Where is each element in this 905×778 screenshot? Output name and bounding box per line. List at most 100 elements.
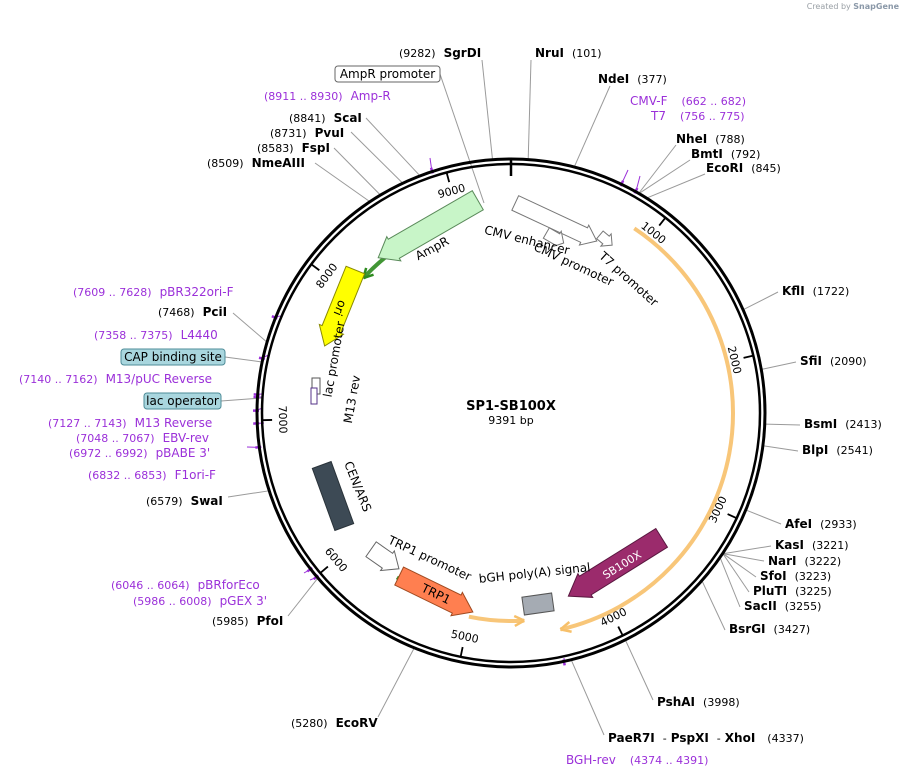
enzyme-sacii[interactable]: SacII(3255) xyxy=(744,599,821,613)
feature-cen-ars[interactable] xyxy=(311,460,355,532)
primer-t7[interactable]: T7(756 .. 775) xyxy=(650,109,745,123)
primer-l4440[interactable]: (7358 .. 7375)L4440 xyxy=(94,328,218,342)
enzyme-name: PciI xyxy=(203,305,228,319)
enzyme-separator: - xyxy=(663,732,667,745)
enzyme-pshai[interactable]: PshAI(3998) xyxy=(657,695,740,709)
enzyme-sgrdi[interactable]: (9282)SgrDI xyxy=(399,46,481,60)
enzyme-pfoi[interactable]: (5985)PfoI xyxy=(212,614,283,628)
boxed-label-cap-site[interactable]: CAP binding site xyxy=(120,348,226,366)
ruler-tick xyxy=(319,565,329,574)
primer-range: (7048 .. 7067) xyxy=(76,432,155,445)
feature-ori[interactable]: ori xyxy=(313,265,368,351)
primer-m13-puc-reverse[interactable]: (7140 .. 7162)M13/pUC Reverse xyxy=(19,372,212,386)
primer-cmv-f[interactable]: CMV-F(662 .. 682) xyxy=(630,94,746,108)
enzyme-position: (101) xyxy=(572,47,602,60)
primer-name: BGH-rev xyxy=(566,753,616,767)
enzyme-kasi[interactable]: KasI(3221) xyxy=(775,538,849,552)
enzyme-name: PshAI xyxy=(657,695,695,709)
feature-shape xyxy=(567,527,669,598)
feature-m13-rev[interactable] xyxy=(310,387,318,405)
label-text: AmpR promoter xyxy=(340,67,435,81)
enzyme-ndei[interactable]: NdeI(377) xyxy=(598,72,667,86)
enzyme-scai[interactable]: (8841)ScaI xyxy=(289,111,362,125)
leader-line xyxy=(314,162,370,202)
enzyme-name: SfoI xyxy=(760,569,787,583)
enzyme-position: (3427) xyxy=(774,623,811,636)
primer-f1ori-f[interactable]: (6832 .. 6853)F1ori-F xyxy=(88,468,216,482)
leader-line xyxy=(722,553,750,593)
enzyme-pvui[interactable]: (8731)PvuI xyxy=(270,126,344,140)
primer-range: (8911 .. 8930) xyxy=(264,90,343,103)
enzyme-ecorv[interactable]: (5280)EcoRV xyxy=(291,716,378,730)
snapgene-brand-label: SnapGene xyxy=(853,2,899,11)
enzyme-name: BsrGI xyxy=(729,622,766,636)
boxed-label-lac-operator[interactable]: lac operator xyxy=(143,392,222,410)
primer-pbr322ori-f[interactable]: (7609 .. 7628)pBR322ori-F xyxy=(73,285,234,299)
leader-line xyxy=(638,144,677,193)
enzyme-sfoi[interactable]: SfoI(3223) xyxy=(760,569,831,583)
enzyme-name: FspI xyxy=(302,141,330,155)
enzyme-pluti[interactable]: PluTI(3225) xyxy=(753,584,832,598)
leader-line xyxy=(743,291,779,310)
leader-line xyxy=(635,175,641,190)
primer-name: M13/pUC Reverse xyxy=(106,372,213,386)
enzyme-position: (7468) xyxy=(158,306,195,319)
leader-line xyxy=(763,445,799,452)
credit-prefix: Created by xyxy=(806,2,851,11)
boxed-label-ampr-promoter[interactable]: AmpR promoter xyxy=(334,65,441,83)
enzyme-nhei[interactable]: NheI(788) xyxy=(676,132,745,146)
enzyme-blpi[interactable]: BlpI(2541) xyxy=(802,443,873,457)
leader-line xyxy=(723,553,765,562)
enzyme-afei[interactable]: AfeI(2933) xyxy=(785,517,857,531)
feature-bgh-poly-a-signal[interactable] xyxy=(521,592,555,616)
orf-arrowhead xyxy=(513,614,525,628)
primer-pbabe-3[interactable]: (6972 .. 6992)pBABE 3' xyxy=(69,446,210,460)
leader-line xyxy=(574,85,611,167)
primer-m13-reverse[interactable]: (7127 .. 7143)M13 Reverse xyxy=(48,416,212,430)
label-text: lac operator xyxy=(146,394,219,408)
enzyme-position: (8841) xyxy=(289,112,326,125)
feature-cmv-enhancer[interactable] xyxy=(511,193,602,251)
enzyme-nmeaiii[interactable]: (8509)NmeAIII xyxy=(207,156,305,170)
enzyme-kfli[interactable]: KflI(1722) xyxy=(782,284,849,298)
snapgene-credit: Created by SnapGene xyxy=(807,2,899,11)
primer-ebv-rev[interactable]: (7048 .. 7067)EBV-rev xyxy=(76,431,209,445)
ruler-tick xyxy=(727,513,738,520)
feature-shape xyxy=(365,541,400,572)
primer-amp-r[interactable]: (8911 .. 8930)Amp-R xyxy=(264,89,391,103)
enzyme-ecori[interactable]: EcoRI(845) xyxy=(706,161,781,175)
feature-trp1-promoter[interactable] xyxy=(364,539,406,578)
enzyme-fspi[interactable]: (8583) FspI xyxy=(257,141,330,155)
leader-line xyxy=(377,648,415,718)
enzyme-group-paer7i-pspxi-xhoi[interactable]: PaeR7I-PspXI-XhoI(4337) xyxy=(608,731,804,745)
enzyme-position: (8583) xyxy=(257,142,294,155)
feature-label-inside: ori xyxy=(331,298,350,318)
enzyme-name: KflI xyxy=(782,284,805,298)
enzyme-bmti[interactable]: BmtI(792) xyxy=(691,147,760,161)
enzyme-sfii[interactable]: SfiI(2090) xyxy=(800,354,867,368)
enzyme-nrui[interactable]: NruI(101) xyxy=(535,46,602,60)
enzyme-bsrgi[interactable]: BsrGI (3427) xyxy=(729,622,810,636)
ruler-tick xyxy=(445,172,451,183)
ruler-tick-label: 6000 xyxy=(322,545,350,575)
ruler-tick xyxy=(617,626,624,636)
primer-name: L4440 xyxy=(181,328,218,342)
feature-ampr[interactable] xyxy=(371,188,485,270)
enzyme-name: BmtI xyxy=(691,147,723,161)
feature-cmv-promoter[interactable] xyxy=(542,225,568,251)
feature-t7-promoter[interactable] xyxy=(595,229,618,252)
orf-arrowhead xyxy=(559,621,572,633)
primer-pgex-3[interactable]: (5986 .. 6008)pGEX 3' xyxy=(133,594,267,608)
enzyme-position: (9282) xyxy=(399,47,436,60)
enzyme-bsmi[interactable]: BsmI(2413) xyxy=(804,417,882,431)
primer-range: (7609 .. 7628) xyxy=(73,286,152,299)
ruler-tick-label: 5000 xyxy=(450,628,480,646)
primer-pbrforeco[interactable]: (6046 .. 6064)pBRforEco xyxy=(111,578,260,592)
enzyme-nari[interactable]: NarI(3222) xyxy=(768,554,841,568)
enzyme-pcii[interactable]: (7468) PciI xyxy=(158,305,227,319)
enzyme-swai[interactable]: (6579)SwaI xyxy=(146,494,223,508)
leader-lines xyxy=(220,59,801,736)
feature-sb100x[interactable] xyxy=(561,526,669,608)
primer-bgh-rev[interactable]: BGH-rev(4374 .. 4391) xyxy=(566,753,708,767)
